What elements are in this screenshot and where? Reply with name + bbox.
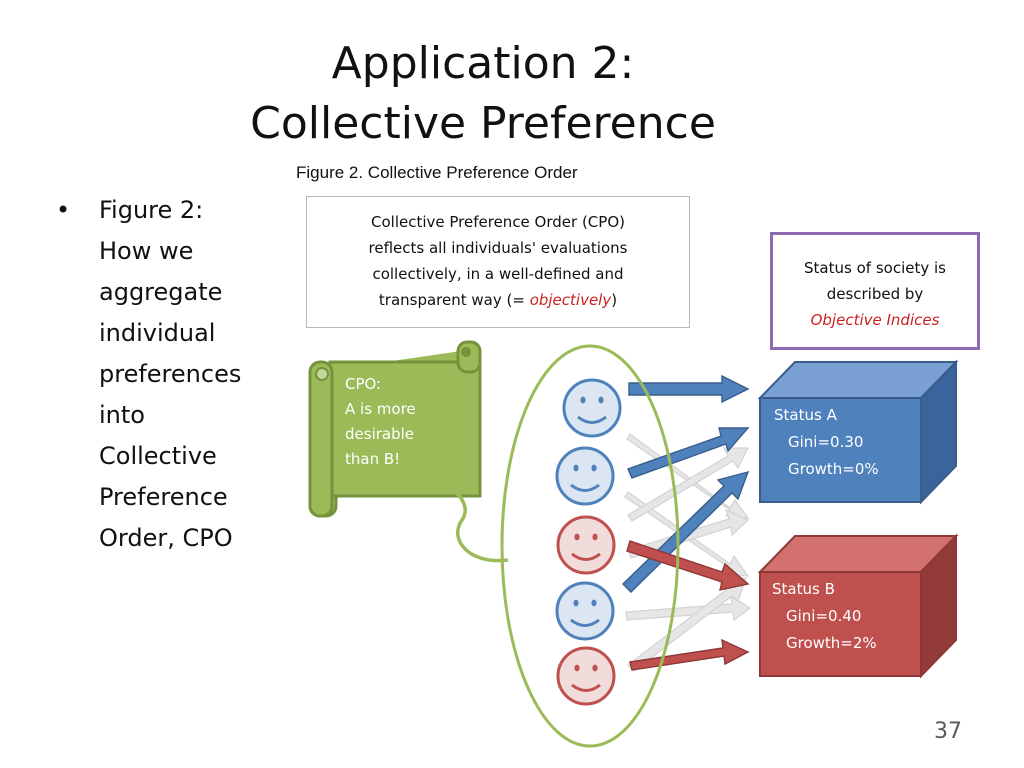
blue-arrow-3 [622,470,750,593]
red-arrow-2 [629,638,750,671]
cpo-line-4-suffix: ) [611,291,618,309]
cpo-scroll [308,340,482,518]
figure-caption: Figure 2. Collective Preference Order [296,163,578,182]
blue-arrows [622,374,750,593]
cpo-description-line-3: collectively, in a well-defined and [372,265,624,283]
slide-title: Application 2: Collective Preference [0,34,966,154]
bullet-text: Figure 2: How we aggregate individual pr… [99,196,242,552]
status-box-line-2: described by [826,285,924,303]
cpo-description-line-4: transparent way (= objectively) [307,287,689,313]
face-1 [562,378,622,438]
status-b-label: Status B [772,580,835,598]
status-a-cube [757,359,959,505]
face-3 [556,515,616,575]
face-2 [555,446,615,506]
red-arrows [626,540,750,671]
status-b-growth: Growth=2% [786,634,877,652]
face-5 [556,646,616,706]
status-a-label: Status A [774,406,837,424]
red-arrow-1 [626,540,750,591]
title-line-2: Collective Preference [250,98,716,149]
cpo-scroll-text: CPO: A is more desirable than B! [345,375,416,468]
ghost-arrow-3 [627,447,749,522]
bullet-icon: • [56,196,71,224]
status-box-line-3: Objective Indices [810,311,940,329]
blue-arrow-1 [628,374,750,404]
ghost-arrow-5 [625,594,752,622]
status-a-growth: Growth=0% [788,460,879,478]
cpo-line-4-emphasis: objectively [529,291,612,309]
status-of-society-box: Status of society is described by Object… [770,232,980,350]
page-number: 37 [934,719,962,744]
cpo-description-line-2: reflects all individuals' evaluations [368,239,628,257]
status-b-cube [757,533,959,679]
status-box-line-1: Status of society is [804,259,946,277]
status-a-text: Status A Gini=0.30 Growth=0% [774,402,879,483]
cpo-line-4-prefix: transparent way (= [378,291,530,309]
cpo-description-line-1: Collective Preference Order (CPO) [371,213,625,231]
people-group-ellipse [500,344,680,748]
cpo-description-box: Collective Preference Order (CPO) reflec… [306,196,690,328]
status-b-text: Status B Gini=0.40 Growth=2% [772,576,877,657]
scroll-connector-line [411,482,509,563]
title-line-1: Application 2: [331,38,635,89]
face-4 [555,581,615,641]
blue-arrow-2 [627,427,750,479]
status-b-gini: Gini=0.40 [786,607,862,625]
status-a-gini: Gini=0.30 [788,433,864,451]
